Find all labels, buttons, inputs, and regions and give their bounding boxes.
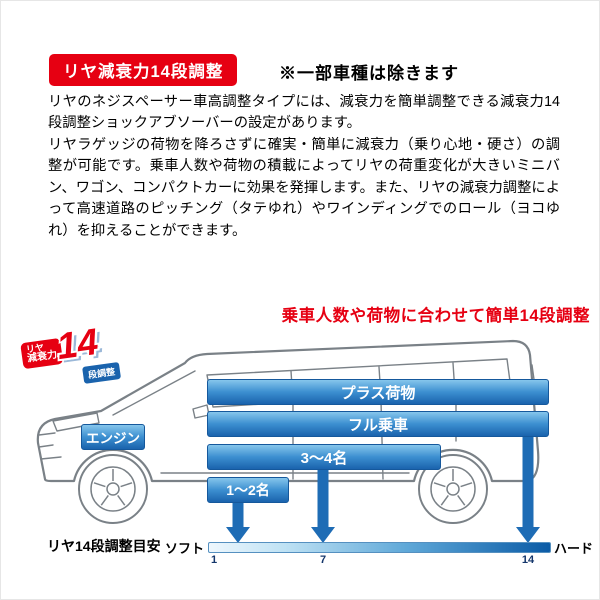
scale-tick-1: 1	[210, 554, 218, 566]
setting-arrows	[226, 435, 540, 543]
adjustment-scale-bar	[208, 542, 551, 553]
scale-title: リヤ14段調整目安	[47, 538, 161, 554]
rear-wheel	[418, 454, 488, 524]
description-paragraph-2: リヤラゲッジの荷物を降ろさずに確実・簡単に減衰力（乗り心地・硬さ）の調整が可能で…	[48, 136, 560, 239]
logo-text-danchousei: 段調整	[82, 361, 122, 384]
front-wheel	[78, 454, 148, 524]
arrow-to-7	[311, 468, 335, 543]
scale-tick-14: 14	[521, 554, 535, 566]
bar-full-occupancy: フル乗車	[207, 411, 549, 437]
logo-text-gensuiryoku: 減衰力	[26, 349, 58, 365]
logo-number-14: 14	[54, 320, 101, 368]
diagram-headline: 乗車人数や荷物に合わせて簡単14段調整	[281, 307, 590, 325]
arrow-to-14	[516, 435, 540, 543]
description-paragraph-1: リヤのネジスペーサー車高調整タイプには、減衰力を簡単調整できる減衰力14段調整シ…	[48, 94, 560, 132]
bar-3-4-persons: 3～4名	[207, 444, 441, 470]
engine-label: エンジン	[81, 424, 145, 450]
bar-plus-luggage: プラス荷物	[207, 379, 549, 405]
scale-hard-label: ハード	[554, 541, 594, 556]
minivan-body-outline	[36, 339, 540, 483]
section-title-badge: リヤ減衰力14段調整	[49, 54, 238, 86]
arrow-to-1	[226, 501, 250, 543]
exclusion-note: ※一部車種は除きます	[279, 64, 459, 83]
scale-tick-7: 7	[319, 554, 327, 566]
scale-soft-label: ソフト	[165, 541, 205, 556]
bar-1-2-persons: 1～2名	[207, 477, 289, 503]
description-text: リヤのネジスペーサー車高調整タイプには、減衰力を簡単調整できる減衰力14段調整シ…	[48, 92, 560, 242]
